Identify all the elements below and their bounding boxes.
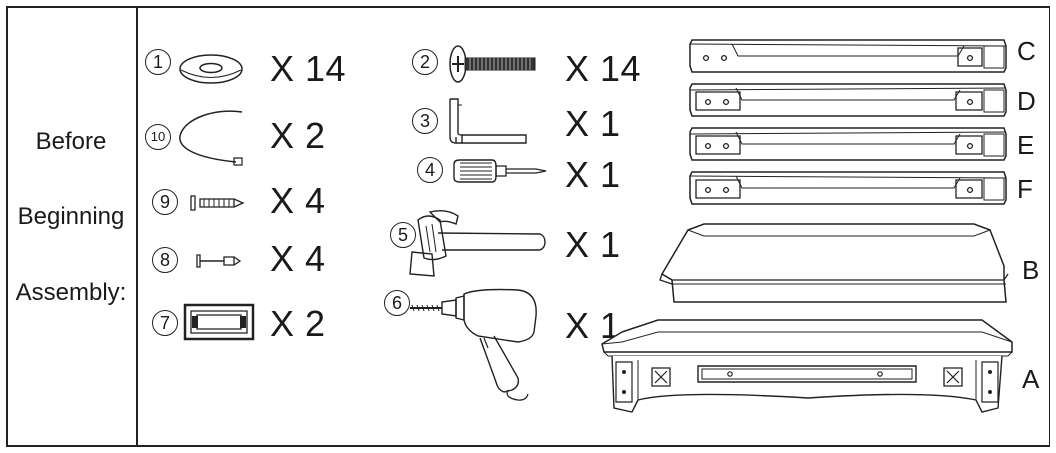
part-number-5: 5 [390,222,416,248]
quantity-10: X 2 [270,115,326,156]
part-number-3: 3 [412,108,438,134]
quantity-4: X 1 [565,154,621,195]
part-number-6: 6 [384,290,410,316]
rail-panel-d [688,82,1010,118]
part-number-8: 8 [152,247,178,273]
bolt-icon [448,44,540,84]
quantity-2: X 14 [565,48,642,89]
part-number-4: 4 [417,157,443,183]
quantity-8: X 4 [270,238,326,279]
quantity-9: X 4 [270,180,326,221]
column-divider [136,6,138,446]
panel-label-e: E [1017,130,1035,160]
bracket-plate-icon [184,304,254,340]
part-number-2: 2 [412,49,438,75]
panel-label-f: F [1017,174,1033,204]
rail-panel-e [688,126,1010,162]
anchor-bolt-icon [190,193,246,213]
heading-before: Before [35,128,107,155]
bottom-rule [6,445,1050,447]
panel-label-d: D [1017,86,1036,116]
quantity-3: X 1 [565,103,621,144]
part-number-7: 7 [152,310,178,336]
instruction-frame [6,6,1050,446]
rail-panel-c [688,38,1010,74]
quantity-5: X 1 [565,224,621,265]
part-number-10: 10 [145,124,171,150]
hex-key-icon [448,97,528,145]
washer-icon [178,52,244,86]
part-number-9: 9 [152,189,178,215]
heading-assembly: Assembly: [15,279,127,306]
hammer-icon [402,206,547,280]
panel-label-c: C [1017,36,1036,66]
screwdriver-icon [452,158,548,184]
quantity-7: X 2 [270,303,326,344]
cable-tie-icon [176,108,246,168]
top-panel-a [598,316,1018,416]
panel-label-b: B [1022,255,1040,285]
small-anchor-icon [196,253,242,269]
rail-panel-f [688,170,1010,206]
part-number-1: 1 [145,49,171,75]
panel-label-a: A [1022,364,1040,394]
heading-beginning: Beginning [17,203,125,230]
drill-icon [408,286,558,404]
quantity-1: X 14 [270,48,347,89]
shelf-panel-b [658,222,1020,304]
